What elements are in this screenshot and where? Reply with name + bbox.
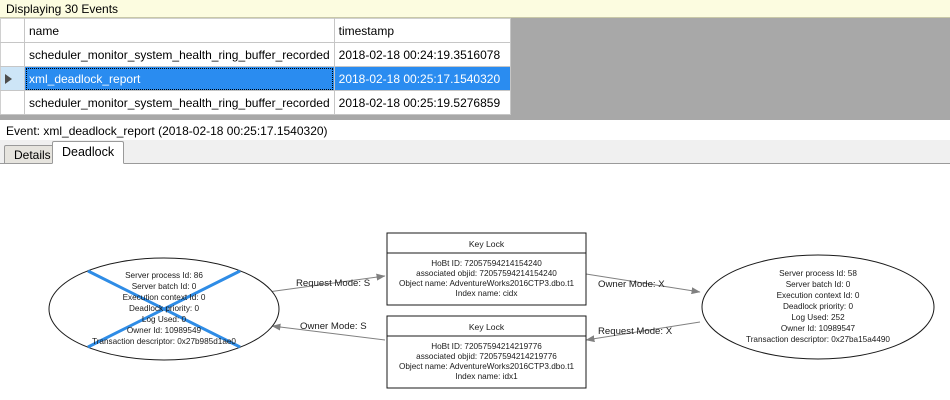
process-right-line-6: Transaction descriptor: 0x27ba15a4490 [746, 335, 890, 344]
table-row[interactable]: scheduler_monitor_system_health_ring_buf… [0, 90, 511, 115]
row-selector-cell[interactable] [0, 66, 25, 91]
edge-label-owner-mode-s: Owner Mode: S [300, 321, 367, 332]
resource-top-line-1: associated objid: 72057594214154240 [416, 269, 557, 278]
process-left-line-1: Server batch Id: 0 [132, 282, 197, 291]
process-right-line-2: Execution context Id: 0 [777, 291, 860, 300]
table-row[interactable]: xml_deadlock_report 2018-02-18 00:25:17.… [0, 66, 511, 91]
edge-label-request-mode-s: Request Mode: S [296, 278, 370, 289]
process-left-line-6: Transaction descriptor: 0x27b985d1ae0 [92, 337, 236, 346]
grid-header-row: name timestamp [0, 18, 511, 43]
events-count-bar: Displaying 30 Events [0, 0, 950, 18]
current-row-indicator-icon [5, 74, 12, 85]
resource-bottom-line-1: associated objid: 72057594214219776 [416, 352, 557, 361]
row-name-cell[interactable]: xml_deadlock_report [24, 66, 335, 91]
grid-header-selector [0, 18, 25, 43]
resource-node-top[interactable]: Key Lock HoBt ID: 72057594214154240 asso… [386, 232, 587, 306]
row-name-cell[interactable]: scheduler_monitor_system_health_ring_buf… [24, 90, 335, 115]
process-left-line-0: Server process Id: 86 [125, 271, 203, 280]
table-row[interactable]: scheduler_monitor_system_health_ring_buf… [0, 42, 511, 67]
edge-request-mode-s: Request Mode: S [267, 273, 386, 293]
tab-strip: Details Deadlock [0, 140, 950, 164]
grid-header-timestamp[interactable]: timestamp [333, 18, 511, 43]
event-caption: Event: xml_deadlock_report (2018-02-18 0… [0, 121, 950, 141]
row-selector-cell[interactable] [0, 42, 25, 67]
edge-label-owner-mode-x: Owner Mode: X [598, 279, 665, 290]
process-node-right[interactable]: Server process Id: 58 Server batch Id: 0… [701, 254, 935, 360]
row-selector-cell[interactable] [0, 90, 25, 115]
process-left-line-4: Log Used: 0 [142, 315, 187, 324]
events-grid-area: name timestamp scheduler_monitor_system_… [0, 18, 950, 120]
edge-owner-mode-s: Owner Mode: S [271, 321, 386, 341]
row-name-cell[interactable]: scheduler_monitor_system_health_ring_buf… [24, 42, 335, 67]
process-left-line-5: Owner Id: 10989549 [127, 326, 202, 335]
events-count-label: Displaying 30 Events [6, 1, 119, 16]
process-left-line-3: Deadlock priority: 0 [129, 304, 200, 313]
resource-node-bottom[interactable]: Key Lock HoBt ID: 72057594214219776 asso… [386, 315, 587, 389]
resource-bottom-line-3: Index name: idx1 [455, 372, 518, 381]
row-timestamp-cell[interactable]: 2018-02-18 00:24:19.3516078 [333, 42, 511, 67]
events-grid[interactable]: name timestamp scheduler_monitor_system_… [0, 18, 511, 115]
resource-top-line-2: Object name: AdventureWorks2016CTP3.dbo.… [399, 279, 575, 288]
process-node-left[interactable]: Server process Id: 86 Server batch Id: 0… [48, 257, 280, 361]
process-right-line-4: Log Used: 252 [791, 313, 845, 322]
event-caption-label: Event: xml_deadlock_report (2018-02-18 0… [6, 124, 328, 138]
deadlock-graph-panel[interactable]: Request Mode: S Owner Mode: S Owner Mode… [0, 164, 950, 400]
process-right-line-5: Owner Id: 10989547 [781, 324, 856, 333]
resource-bottom-title: Key Lock [469, 322, 505, 332]
process-right-line-1: Server batch Id: 0 [786, 280, 851, 289]
row-timestamp-cell[interactable]: 2018-02-18 00:25:19.5276859 [333, 90, 511, 115]
process-right-line-0: Server process Id: 58 [779, 269, 857, 278]
resource-bottom-line-2: Object name: AdventureWorks2016CTP3.dbo.… [399, 362, 575, 371]
tab-deadlock[interactable]: Deadlock [52, 141, 125, 164]
resource-top-title: Key Lock [469, 239, 505, 249]
grid-header-name[interactable]: name [24, 18, 335, 43]
row-timestamp-cell[interactable]: 2018-02-18 00:25:17.1540320 [333, 66, 511, 91]
edge-label-request-mode-x: Request Mode: X [598, 326, 673, 337]
edge-owner-mode-x: Owner Mode: X [585, 273, 701, 295]
victim-cross-icon [87, 269, 241, 349]
process-right-line-3: Deadlock priority: 0 [783, 302, 854, 311]
resource-top-line-0: HoBt ID: 72057594214154240 [431, 259, 542, 268]
edge-request-mode-x: Request Mode: X [585, 321, 701, 343]
process-left-line-2: Execution context Id: 0 [123, 293, 206, 302]
resource-top-line-3: Index name: cidx [456, 289, 518, 298]
resource-bottom-line-0: HoBt ID: 72057594214219776 [431, 342, 542, 351]
